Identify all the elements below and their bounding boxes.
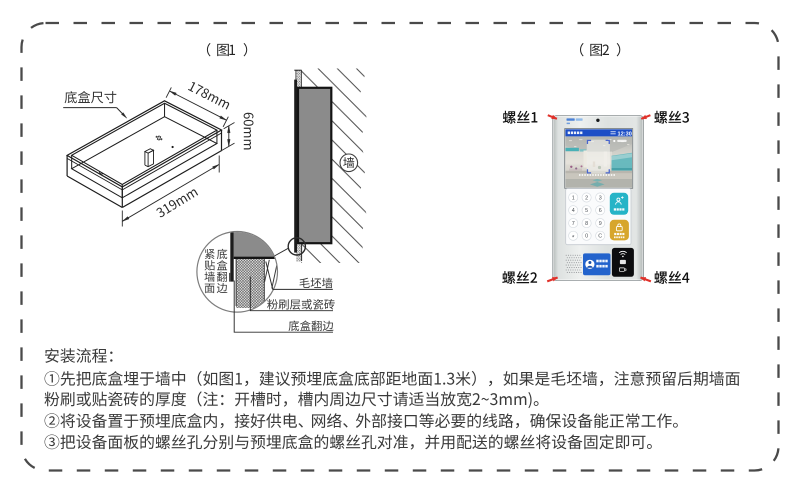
svg-text:6: 6 bbox=[599, 208, 602, 214]
svg-text:7: 7 bbox=[572, 221, 575, 227]
svg-text:4: 4 bbox=[572, 208, 575, 214]
svg-text:3: 3 bbox=[599, 195, 602, 201]
svg-text:12:30: 12:30 bbox=[618, 131, 632, 137]
svg-text:9: 9 bbox=[599, 221, 602, 227]
svg-text:5: 5 bbox=[585, 208, 588, 214]
svg-text:C: C bbox=[598, 234, 602, 240]
svg-text:1: 1 bbox=[572, 195, 575, 201]
svg-text:0: 0 bbox=[585, 234, 588, 240]
svg-text:2: 2 bbox=[585, 195, 588, 201]
svg-text:8: 8 bbox=[585, 221, 588, 227]
svg-text:*: * bbox=[572, 235, 575, 242]
